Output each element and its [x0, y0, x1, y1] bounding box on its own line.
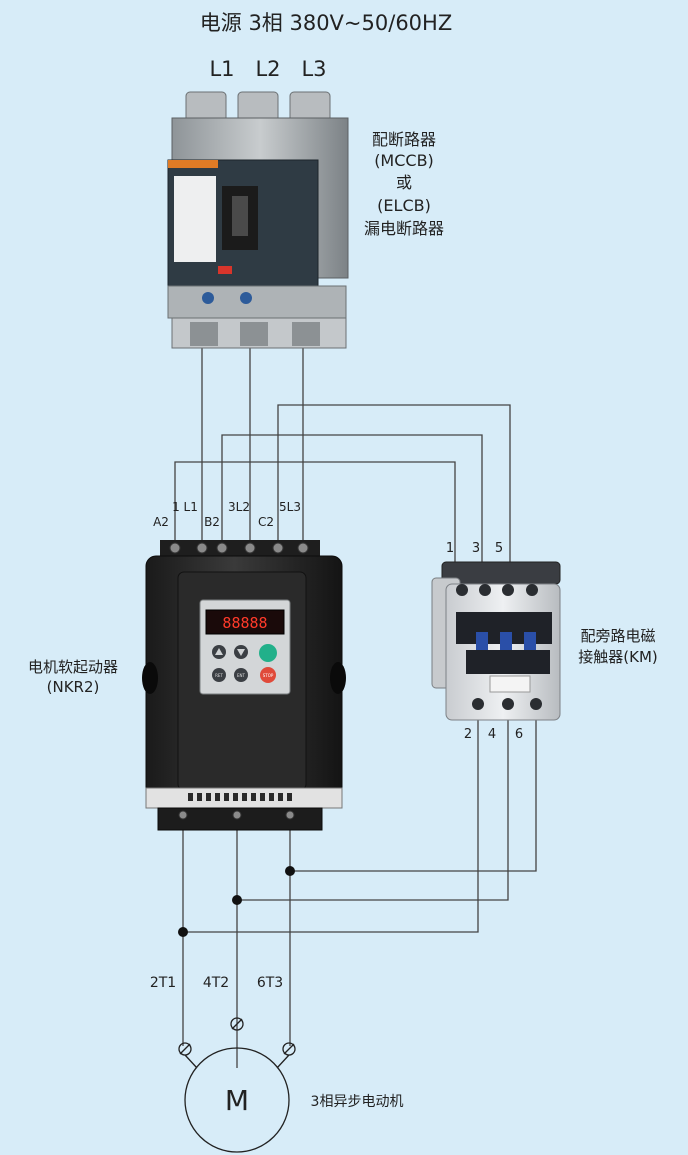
- terminal-label-a2: A2: [153, 515, 169, 529]
- contactor-terminal-1: 1: [446, 541, 454, 556]
- contactor-terminal-3: 3: [472, 541, 480, 556]
- starter-top-terminals: [169, 542, 309, 554]
- contactor-terminal-6: 6: [515, 727, 523, 742]
- terminal-label-5l3: 5L3: [279, 500, 301, 514]
- up-arrow-icon: [215, 648, 223, 655]
- starter-output-terminals: [178, 810, 295, 820]
- output-label-6t3: 6T3: [257, 975, 283, 991]
- motor-symbol: [184, 1047, 290, 1153]
- junction-dot: [285, 866, 295, 876]
- wiring: [174, 330, 537, 1068]
- ret-key-label: RET: [215, 673, 223, 678]
- bypass-contactor: [431, 561, 561, 721]
- contactor-bottom-screws: [472, 698, 542, 710]
- control-terminals: [188, 793, 292, 801]
- supply-title: 电源 3相 380V~50/60HZ: [200, 11, 452, 35]
- contactor-terminal-5: 5: [495, 541, 503, 556]
- run-key[interactable]: [259, 644, 277, 662]
- terminal-label-b2: B2: [204, 515, 220, 529]
- contactor-label-line: 配旁路电磁: [580, 627, 655, 645]
- mccb-breaker: [167, 91, 349, 349]
- mccb-label: 配断路器 (MCCB) 或 (ELCB) 漏电断路器: [364, 130, 444, 238]
- junction-dot: [178, 927, 188, 937]
- junction-dot: [232, 895, 242, 905]
- terminal-label-3l2: 3L2: [228, 500, 250, 514]
- stop-key[interactable]: [260, 667, 276, 683]
- output-label-2t1: 2T1: [150, 975, 176, 991]
- starter-label: 电机软起动器 (NKR2): [28, 658, 118, 696]
- phase-label-l2: L2: [255, 57, 280, 81]
- starter-label-line: 电机软起动器: [28, 658, 118, 676]
- contactor-label-line: 接触器(KM): [578, 648, 657, 666]
- ent-key-label: ENT: [237, 673, 246, 678]
- motor-letter: M: [225, 1084, 249, 1117]
- starter-display: [205, 609, 285, 635]
- motor-label: 3相异步电动机: [311, 1094, 404, 1110]
- mccb-label-line: 配断路器: [372, 130, 436, 149]
- down-arrow-icon: [237, 649, 245, 656]
- starter-label-line: (NKR2): [47, 678, 100, 696]
- starter-display-digits: 88888: [222, 614, 267, 632]
- mccb-label-line: 或: [396, 173, 412, 192]
- ret-key[interactable]: [212, 668, 226, 682]
- phase-label-l3: L3: [301, 57, 326, 81]
- contactor-label: 配旁路电磁 接触器(KM): [578, 627, 657, 666]
- terminal-symbol: [230, 1017, 244, 1031]
- mccb-label-line: (ELCB): [377, 196, 431, 215]
- stop-key-label: STOP: [263, 673, 274, 678]
- junction-dots: [178, 866, 295, 937]
- mccb-label-line: 漏电断路器: [364, 219, 444, 238]
- mccb-label-line: (MCCB): [374, 151, 434, 170]
- contactor-terminal-4: 4: [488, 727, 496, 742]
- terminal-label-c2: C2: [258, 515, 274, 529]
- terminal-label-1l1: 1 L1: [172, 500, 198, 514]
- phase-label-l1: L1: [209, 57, 234, 81]
- contactor-top-screws: [456, 584, 538, 596]
- contactor-terminal-2: 2: [464, 727, 472, 742]
- output-label-4t2: 4T2: [203, 975, 229, 991]
- ent-key[interactable]: [234, 668, 248, 682]
- soft-starter: 88888 RET ENT STOP: [142, 540, 346, 831]
